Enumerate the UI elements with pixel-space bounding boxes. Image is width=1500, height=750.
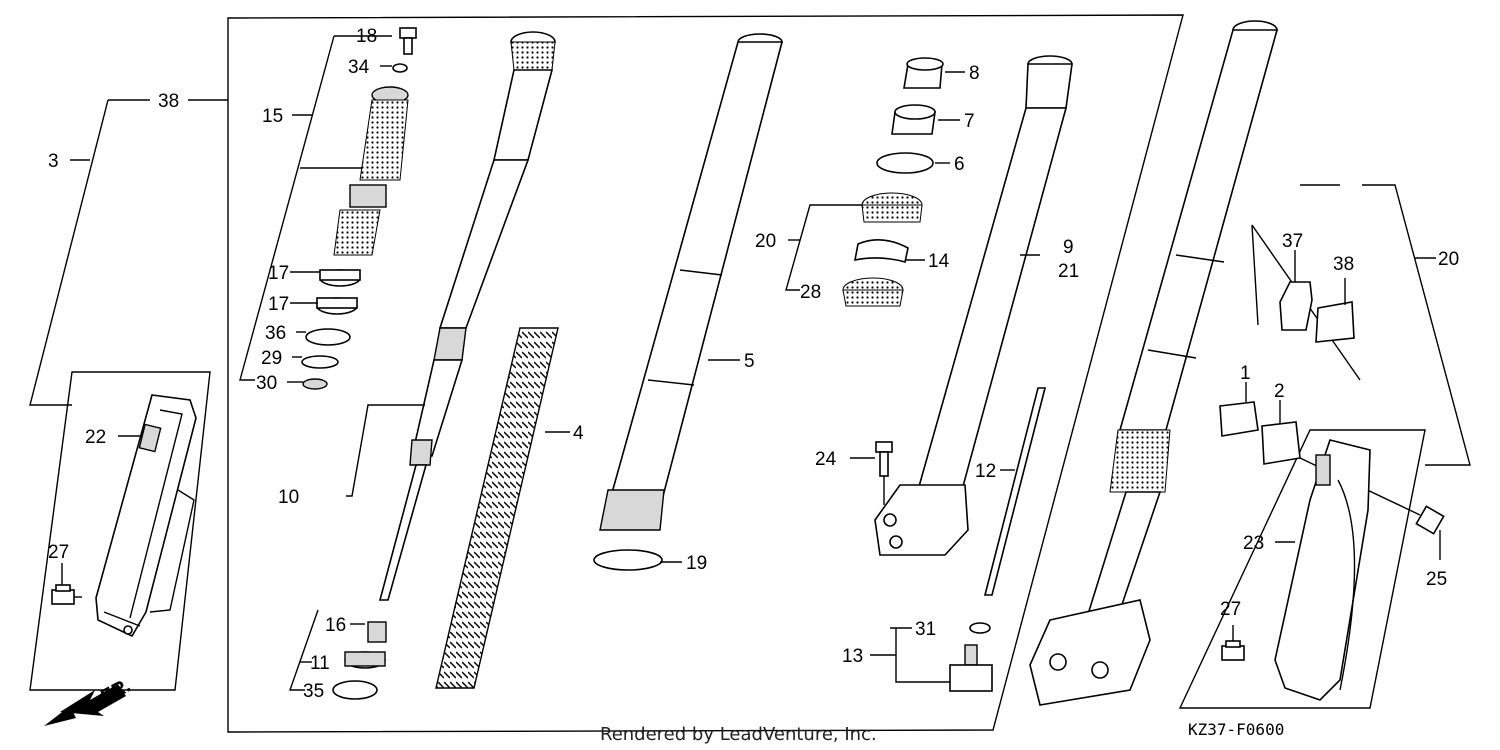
leader-20-bracket: [785, 204, 862, 291]
diagram-code: KZ37-F0600: [1188, 720, 1284, 739]
callout-5: 5: [744, 351, 755, 372]
leader-16-bracket: [289, 609, 319, 691]
bolt-27-right: [1221, 625, 1245, 661]
callout-15: 15: [262, 106, 283, 127]
nut-16: [367, 621, 387, 643]
callout-17b: 17: [268, 294, 289, 315]
callout-11: 11: [310, 653, 330, 674]
ring-34: [305, 328, 351, 346]
fork-outer-tube-5: [599, 33, 784, 531]
callout-9: 9: [1063, 237, 1074, 258]
washer-33: [332, 680, 378, 700]
bolt-25: [875, 441, 893, 505]
bushing-8: [903, 57, 944, 89]
callout-24: 22: [85, 427, 106, 448]
callout-14: 14: [928, 251, 950, 272]
callout-34: 36: [265, 323, 286, 344]
callout-31: 31: [915, 619, 936, 640]
callout-28: 28: [800, 282, 821, 303]
washer-32: [392, 63, 408, 73]
bolt-27-left: [51, 584, 82, 605]
callout-23: 23: [1243, 533, 1264, 554]
leader-13-bracket: [895, 628, 950, 683]
callout-36: 38: [1333, 254, 1354, 275]
callout-19: 19: [686, 553, 707, 574]
fork-spring-4: [435, 327, 559, 689]
seal-17-lower: [316, 297, 358, 315]
dust-seal-28: [842, 277, 904, 307]
damper-assembly-15: [333, 86, 409, 256]
plate-2: [1261, 400, 1301, 465]
callout-12: 12: [975, 461, 996, 482]
callout-17a: 17: [268, 263, 289, 284]
callout-21: 20: [1438, 249, 1459, 270]
leader-15-bracket: [239, 35, 335, 381]
callout-1: 1: [1240, 363, 1251, 384]
callout-35: 37: [1282, 231, 1303, 252]
snap-ring-19: [593, 549, 663, 571]
leader-3-bracket: [29, 99, 109, 406]
fork-slider-9: [874, 55, 1073, 556]
leader-10: [346, 404, 425, 497]
divider-35-36b: [1251, 224, 1259, 326]
back-up-ring-6: [876, 152, 934, 174]
bolt-18: [399, 27, 417, 55]
callout-6: 6: [954, 154, 965, 175]
callout-16: 16: [325, 615, 346, 636]
callout-32: 34: [348, 57, 370, 78]
callout-27-left: 27: [48, 542, 69, 563]
bracket-35: [1279, 250, 1313, 331]
bracket-36: [1315, 278, 1355, 343]
callout-22: 21: [1058, 261, 1079, 282]
plate-1: [1219, 382, 1259, 437]
callout-29: 29: [261, 348, 282, 369]
callout-26: 25: [1426, 569, 1447, 590]
callout-3: 3: [48, 151, 59, 172]
leader-38-bracket: [1362, 184, 1471, 466]
fork-protector-right: [1274, 439, 1371, 701]
callout-27-right: 27: [1220, 599, 1241, 620]
assembly-3-frame: [29, 371, 211, 691]
rod-12: [983, 387, 1047, 596]
washer-30: [302, 378, 328, 390]
nut-11: [344, 651, 386, 669]
callout-30: 30: [256, 373, 277, 394]
oil-seal-20: [861, 192, 923, 223]
callout-2: 2: [1274, 381, 1285, 402]
bolt-13: [949, 644, 993, 692]
callout-37: 38: [158, 91, 179, 112]
assembly-37-frame: [227, 14, 1184, 733]
stop-ring-14: [853, 239, 909, 263]
callout-13: 13: [842, 646, 863, 667]
washer-29: [301, 355, 339, 369]
callout-7: 7: [964, 111, 975, 132]
callout-25: 24: [815, 449, 837, 470]
watermark-text: Rendered by LeadVenture, Inc.: [600, 724, 877, 745]
front-direction-arrow-icon: [44, 684, 126, 726]
seal-17-upper: [319, 269, 361, 287]
callout-33: 35: [303, 681, 324, 702]
fork-inner-tube-10: [378, 31, 556, 601]
o-ring-31: [969, 622, 991, 634]
assembly-38-frame: [1178, 429, 1426, 709]
fork-assembly-38: [1029, 20, 1279, 706]
callout-18: 18: [356, 26, 377, 47]
fork-protector-left: [95, 394, 197, 638]
callout-8: 8: [969, 63, 980, 84]
callout-4: 4: [573, 423, 584, 444]
callout-10: 10: [278, 487, 299, 508]
callout-20: 20: [755, 231, 776, 252]
bushing-7: [891, 104, 936, 135]
